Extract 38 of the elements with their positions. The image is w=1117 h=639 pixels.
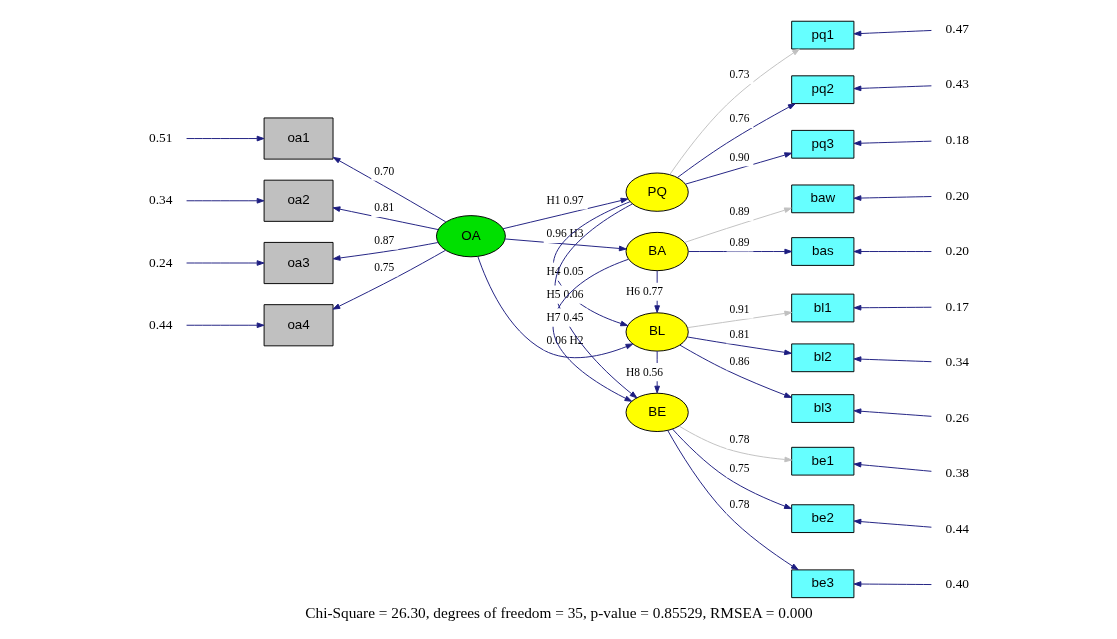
node-text: 0.43 [945,76,969,92]
edge-label: 0.90 [728,150,750,163]
node-text: 0.34 [945,354,969,370]
edge-label: H7 0.45 [546,311,584,324]
node-text: 0.44 [148,316,172,332]
caption: Chi-Square = 26.30, degrees of freedom = 35, p-value = 0.85529, RMSEA = 0.000 [304,604,813,622]
node-text: 0.26 [945,409,969,425]
node-text: 0.44 [945,520,969,536]
edge-label: 0.86 [728,354,750,367]
node-text: 0.24 [148,254,172,270]
node-text: 0.38 [945,465,969,481]
node-text: 0.51 [148,130,172,146]
edge-label: 0.78 [728,433,750,446]
node-text: 0.20 [945,243,969,259]
edge-label: 0.70 [373,165,394,178]
edge-label: H6 0.77 [625,285,663,298]
node-text: 0.47 [945,20,969,36]
node-text: 0.34 [148,192,172,208]
edge-label: 0.89 [728,205,750,218]
edge-label: H8 0.56 [625,365,663,378]
edge-label: 0.91 [728,302,750,315]
edge-label: 0.76 [728,112,750,125]
edge-label: H1 0.97 [546,193,584,206]
node-text: 0.40 [945,576,969,592]
edge-label: H4 0.05 [546,265,584,278]
edge-label: 0.06 H2 [546,334,584,347]
edge-label: 0.81 [373,201,394,214]
node-text: 0.17 [945,298,969,314]
node-text: 0.18 [945,131,969,147]
edge-label: 0.81 [728,327,750,340]
edge-label: 0.75 [373,260,394,273]
edge-label: 0.78 [728,498,750,511]
edge-label: 0.75 [728,461,750,474]
node-text: 0.20 [945,187,969,203]
edge-label: 0.89 [728,235,750,248]
edge-label: 0.96 H3 [546,227,584,240]
edge-label: 0.87 [373,233,394,246]
edge-label: 0.73 [728,68,750,81]
